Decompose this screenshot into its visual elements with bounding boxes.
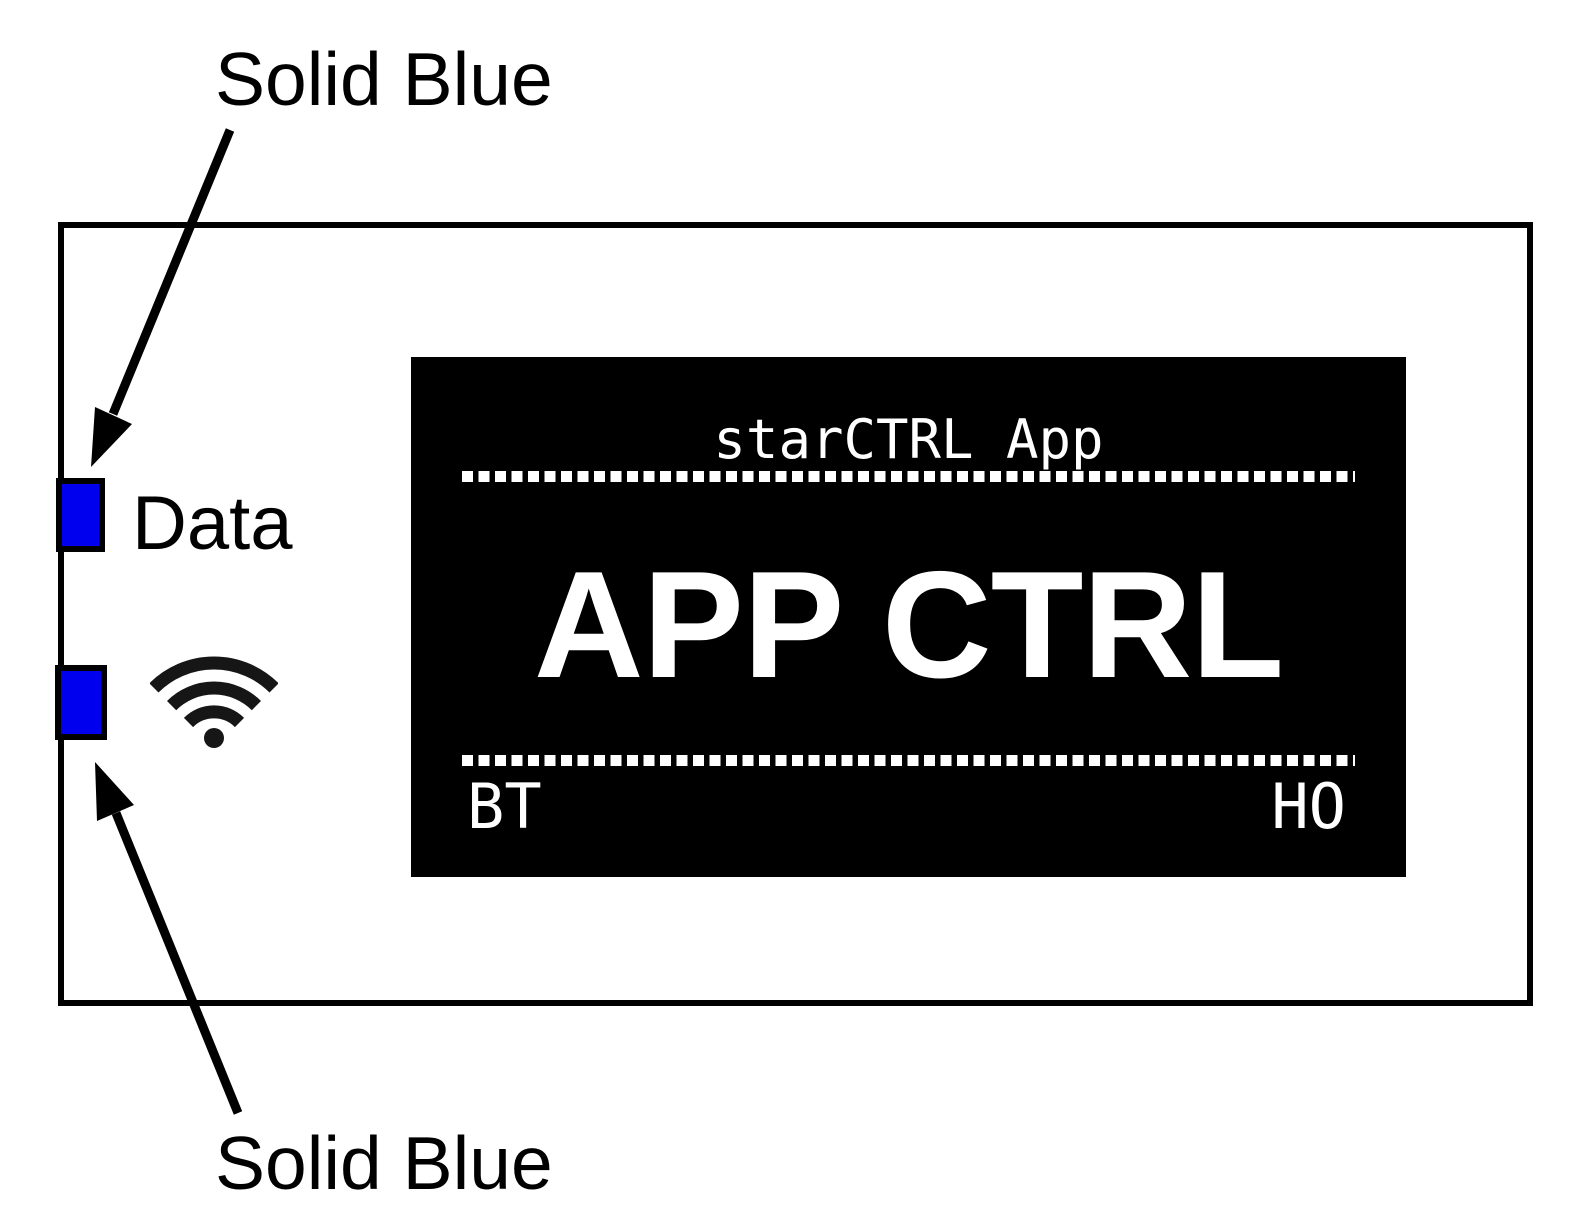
wifi-icon [149,653,279,748]
lcd-divider-bottom [462,755,1355,766]
top-led-annotation: Solid Blue [215,37,553,121]
lcd-title: starCTRL App [713,408,1104,471]
data-led [56,478,105,552]
lcd-footer-right: HO [1271,770,1346,843]
data-led-label: Data [132,481,293,566]
lcd-display: starCTRL App APP CTRL BT HO [411,357,1406,877]
wifi-led [55,665,107,740]
lcd-main-text: APP CTRL [533,540,1284,710]
lcd-footer-left: BT [467,770,542,843]
lcd-divider-top [462,471,1355,482]
bottom-led-annotation: Solid Blue [215,1121,553,1205]
wifi-icon-svg [149,656,279,748]
